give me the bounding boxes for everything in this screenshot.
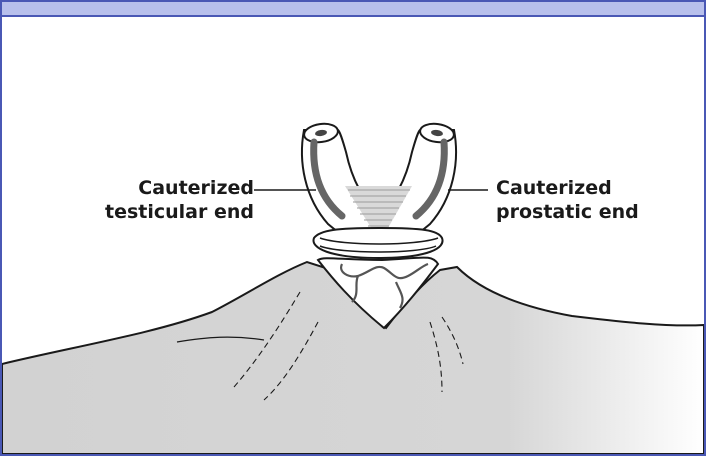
- label-testicular-end: Cauterized testicular end: [105, 176, 254, 224]
- label-testicular-line1: Cauterized: [105, 176, 254, 200]
- label-prostatic-line2: prostatic end: [496, 200, 639, 224]
- label-prostatic-line1: Cauterized: [496, 176, 639, 200]
- collar-ring-outer: [314, 228, 443, 258]
- label-testicular-line2: testicular end: [105, 200, 254, 224]
- label-prostatic-end: Cauterized prostatic end: [496, 176, 639, 224]
